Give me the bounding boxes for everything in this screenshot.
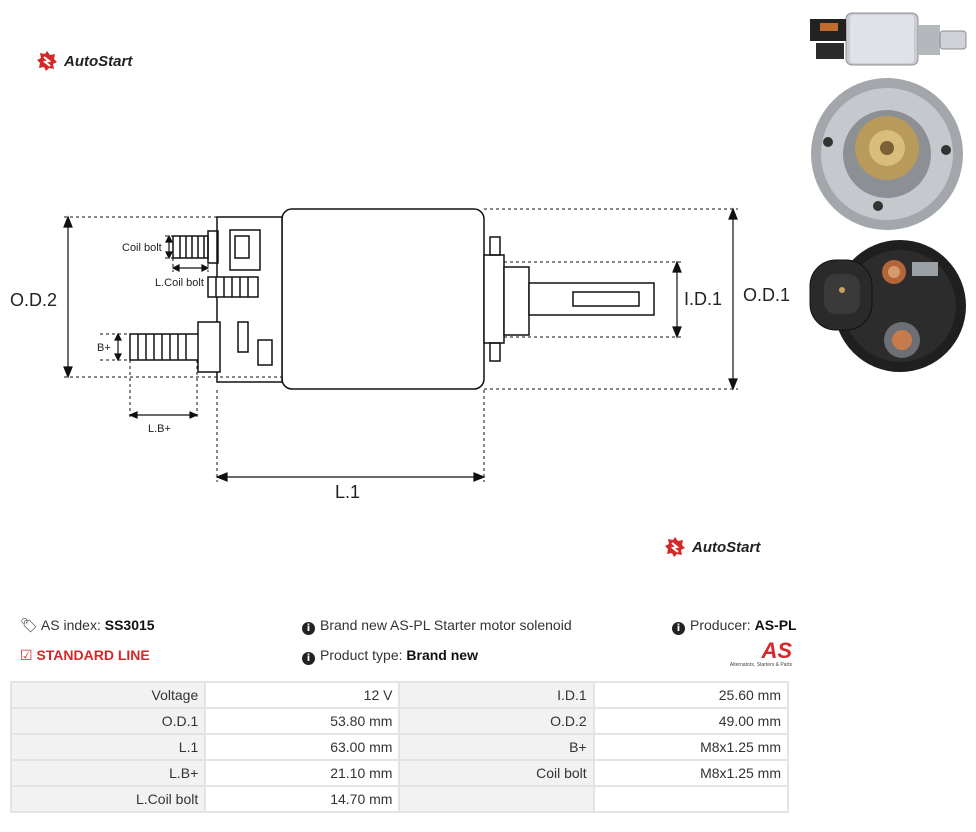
b-plus-label: B+ xyxy=(97,342,111,354)
od2-label: O.D.2 xyxy=(10,290,57,310)
spec-label: O.D.1 xyxy=(9,707,207,735)
description: i Brand new AS-PL Starter motor solenoid xyxy=(302,617,572,635)
product-type: i Product type: Brand new xyxy=(302,647,478,665)
spec-label: I.D.1 xyxy=(398,681,595,709)
spec-label: O.D.2 xyxy=(398,707,595,735)
spec-value: 49.00 mm xyxy=(592,707,790,735)
l-coil-bolt-label: L.Coil bolt xyxy=(155,277,204,289)
as-pl-logo: AS Alternators, Starters & Parts xyxy=(716,638,792,669)
spec-label: Coil bolt xyxy=(398,759,595,787)
spec-label: L.B+ xyxy=(9,759,207,787)
autostart-logo-top: AutoStart xyxy=(36,50,132,72)
standard-line-label: STANDARD LINE xyxy=(36,647,150,663)
info-icon: i xyxy=(302,652,315,665)
coil-bolt-label: Coil bolt xyxy=(122,242,162,254)
lb-plus-label: L.B+ xyxy=(148,423,171,435)
spec-label: B+ xyxy=(398,733,595,761)
product-type-value: Brand new xyxy=(406,647,478,663)
solenoid-dimension-drawing: Coil bolt L.Coil bolt O.D.2 B+ L.B+ L.1 … xyxy=(10,207,790,502)
spec-label xyxy=(398,785,595,813)
spec-value: 53.80 mm xyxy=(204,707,401,735)
as-index-value: SS3015 xyxy=(104,617,155,633)
spec-value: M8x1.25 mm xyxy=(592,759,790,787)
autostart-logo-icon xyxy=(665,537,685,557)
as-index-label: AS index: xyxy=(40,617,101,633)
standard-line: ☑ STANDARD LINE xyxy=(20,647,150,664)
as-index: 🏷 AS index: SS3015 xyxy=(20,617,155,634)
as-pl-logo-mark: AS xyxy=(761,638,792,663)
spec-value: 12 V xyxy=(204,681,401,709)
autostart-logo-text: AutoStart xyxy=(64,52,133,70)
autostart-logo-bottom: AutoStart xyxy=(664,536,760,558)
autostart-logo-text: AutoStart xyxy=(692,538,761,556)
spec-value: 63.00 mm xyxy=(204,733,401,761)
spec-label: L.1 xyxy=(9,733,207,761)
info-icon: i xyxy=(672,622,685,635)
spec-label: L.Coil bolt xyxy=(9,785,207,813)
spec-label: Voltage xyxy=(9,681,207,709)
spec-value: 25.60 mm xyxy=(592,681,790,709)
description-text: Brand new AS-PL Starter motor solenoid xyxy=(320,617,572,633)
spec-value xyxy=(592,785,790,813)
checkbox-icon: ☑ xyxy=(20,648,33,664)
spec-value: 21.10 mm xyxy=(204,759,401,787)
id1-label: I.D.1 xyxy=(684,289,722,309)
producer-label: Producer: xyxy=(690,617,751,633)
spec-value: 14.70 mm xyxy=(204,785,401,813)
producer-value: AS-PL xyxy=(754,617,797,633)
spec-value: M8x1.25 mm xyxy=(592,733,790,761)
producer: i Producer: AS-PL xyxy=(672,617,797,635)
product-photo-side xyxy=(810,12,967,66)
product-photo-terminals xyxy=(809,240,966,372)
product-photo-front xyxy=(811,78,963,230)
tag-icon: 🏷 xyxy=(20,618,38,634)
info-icon: i xyxy=(302,622,315,635)
od1-label: O.D.1 xyxy=(743,285,790,305)
as-pl-logo-tagline: Alternators, Starters & Parts xyxy=(729,662,792,668)
product-type-label: Product type: xyxy=(320,647,403,663)
autostart-logo-icon xyxy=(37,51,57,71)
l1-label: L.1 xyxy=(335,482,360,502)
